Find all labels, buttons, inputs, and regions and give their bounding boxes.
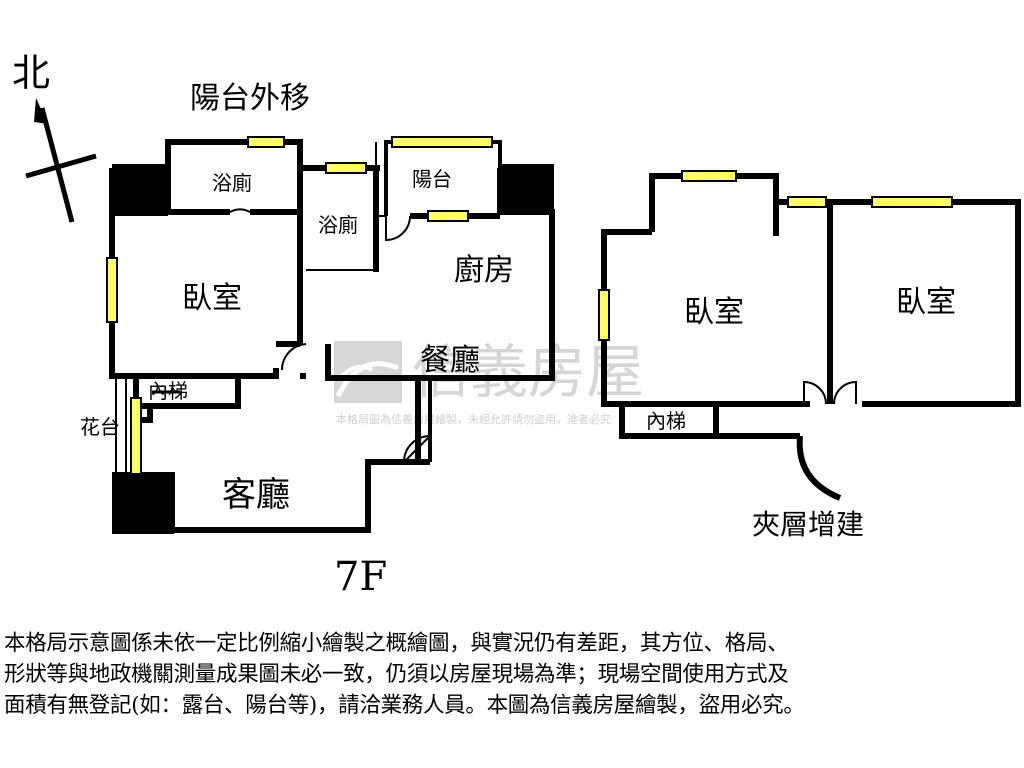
room-bedroom-right2: 臥室 bbox=[896, 285, 956, 320]
room-stair-right: 內梯 bbox=[646, 409, 686, 433]
right-doors bbox=[803, 380, 857, 405]
floor-plan: 信義房屋 本格局圖為信義房屋繪製，未經允許請勿盜用，違者必究 北 陽台外移 bbox=[12, 51, 1021, 600]
watermark: 信義房屋 本格局圖為信義房屋繪製，未經允許請勿盜用，違者必究 bbox=[334, 338, 644, 426]
room-bedroom-right1: 臥室 bbox=[684, 295, 744, 330]
left-unit-walls bbox=[109, 139, 555, 533]
room-bath-mid: 浴廁 bbox=[318, 213, 358, 237]
windows bbox=[106, 136, 493, 475]
room-bedroom-main: 臥室 bbox=[182, 281, 242, 316]
room-balcony: 陽台 bbox=[412, 167, 452, 191]
room-planter: 花台 bbox=[80, 415, 120, 439]
floor-label: 7F bbox=[334, 554, 387, 600]
column bbox=[500, 164, 554, 214]
disclaimer-line: 形狀等與地政機關測量成果圖未必一致，仍須以房屋現場為準；現場空間使用方式及 bbox=[4, 662, 789, 687]
compass-label: 北 bbox=[12, 51, 50, 95]
watermark-notice: 本格局圖為信義房屋繪製，未經允許請勿盜用，違者必究 bbox=[336, 412, 611, 426]
disclaimer-line: 面積有無登記(如：露台、陽台等)，請洽業務人員。本圖為信義房屋繪製，盜用必究。 bbox=[4, 693, 805, 718]
disclaimer: 本格局示意圖係未依一定比例縮小繪製之概繪圖，與實況仍有差距，其方位、格局、 形狀… bbox=[4, 628, 1022, 721]
room-stair-left: 內梯 bbox=[148, 379, 188, 403]
mezzanine-note: 夾層增建 bbox=[752, 508, 864, 541]
north-arrow-icon bbox=[25, 98, 97, 223]
column bbox=[112, 164, 168, 216]
room-dining: 餐廳 bbox=[420, 343, 480, 378]
room-living: 客廳 bbox=[222, 475, 290, 515]
room-bath-left: 浴廁 bbox=[212, 171, 252, 195]
doors bbox=[229, 208, 431, 463]
right-unit-walls bbox=[601, 173, 1021, 501]
watermark-logo-icon bbox=[334, 341, 402, 403]
column bbox=[112, 472, 174, 534]
disclaimer-line: 本格局示意圖係未依一定比例縮小繪製之概繪圖，與實況仍有差距，其方位、格局、 bbox=[4, 631, 789, 656]
balcony-moved-note: 陽台外移 bbox=[190, 81, 310, 116]
right-windows bbox=[598, 170, 953, 341]
room-kitchen: 廚房 bbox=[454, 253, 514, 288]
